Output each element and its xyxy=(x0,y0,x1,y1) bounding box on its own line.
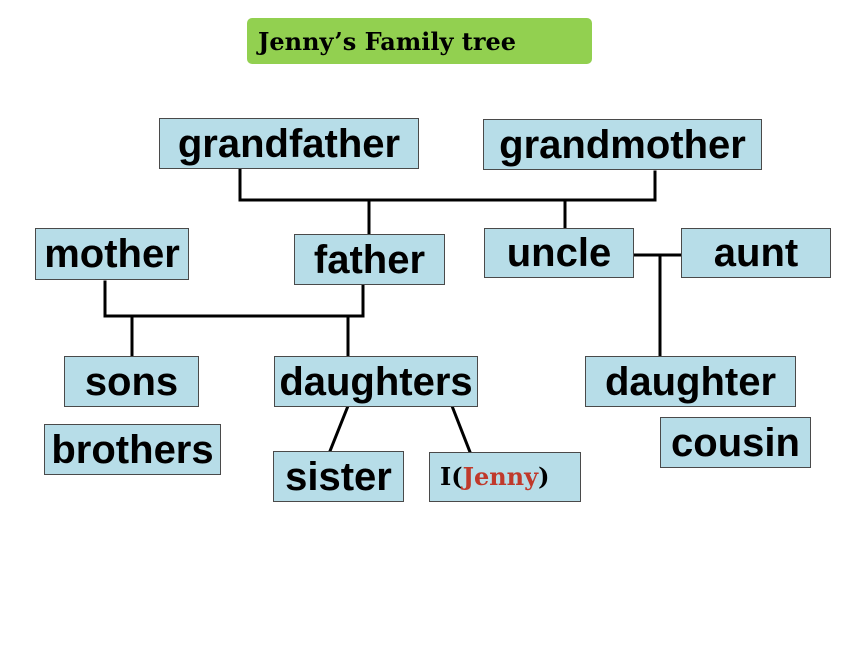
node-brothers: brothers xyxy=(44,424,221,475)
node-me: I(Jenny) xyxy=(429,452,581,502)
node-daughters: daughters xyxy=(274,356,478,407)
me-name: Jenny xyxy=(462,462,539,491)
me-prefix: I( xyxy=(440,462,463,491)
node-grandmother: grandmother xyxy=(483,119,762,170)
node-father: father xyxy=(294,234,445,285)
node-aunt: aunt xyxy=(681,228,831,278)
node-sister: sister xyxy=(273,451,404,502)
node-grandfather: grandfather xyxy=(159,118,419,169)
me-suffix: ) xyxy=(538,462,550,491)
node-uncle: uncle xyxy=(484,228,634,278)
diagram-title: Jenny’s Family tree xyxy=(247,18,592,64)
grandparents-connector xyxy=(238,166,657,202)
node-daughter: daughter xyxy=(585,356,796,407)
parents-connector xyxy=(103,280,365,318)
daughters-to-sister-line xyxy=(328,404,350,453)
node-mother: mother xyxy=(35,228,189,280)
node-cousin: cousin xyxy=(660,417,811,468)
node-sons: sons xyxy=(64,356,199,407)
daughters-to-me-line xyxy=(450,404,472,454)
